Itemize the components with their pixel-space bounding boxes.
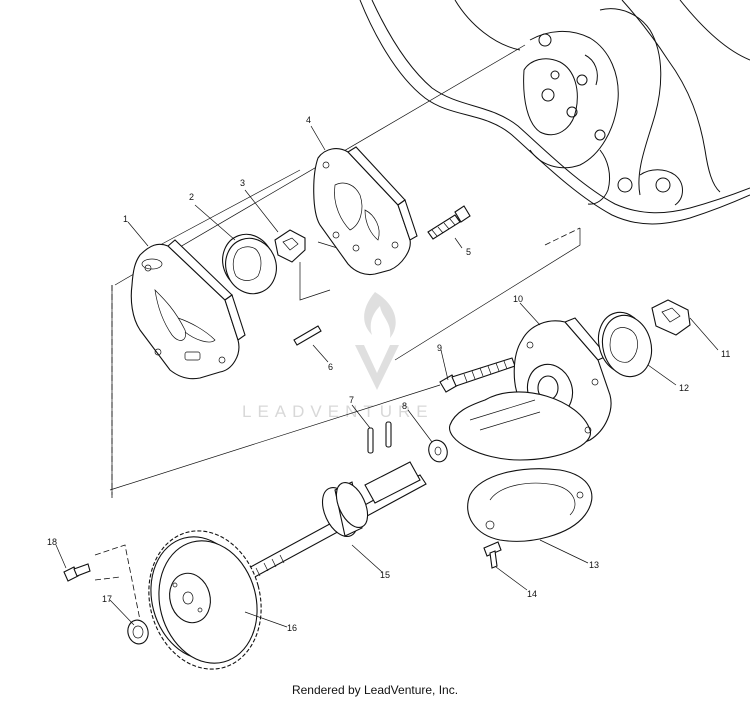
callout-7: 7 (349, 395, 354, 405)
thrust-washer (428, 439, 448, 463)
dowel-pin (293, 325, 322, 346)
callout-6: 6 (328, 362, 333, 372)
callout-13: 13 (589, 560, 599, 570)
callout-3: 3 (240, 178, 245, 188)
callout-18: 18 (47, 537, 57, 547)
screen-cover-plate (467, 468, 593, 542)
callout-labels: 1 2 3 4 5 6 7 8 9 10 11 12 13 14 15 16 1… (47, 115, 730, 633)
inner-rotor-right (651, 299, 691, 336)
callout-5: 5 (466, 247, 471, 257)
pump-screw (427, 205, 471, 240)
engine-crankcase (359, 0, 750, 225)
gear-washer (127, 619, 149, 645)
callout-11: 11 (721, 349, 730, 359)
inner-rotor (274, 229, 306, 263)
pump-cover (313, 146, 418, 276)
callout-4: 4 (306, 115, 311, 125)
callout-10: 10 (513, 294, 523, 304)
dashed-guides (94, 227, 581, 621)
callout-14: 14 (527, 589, 537, 599)
render-credit: Rendered by LeadVenture, Inc. (291, 683, 459, 697)
callout-leaders (55, 125, 719, 628)
watermark-text: LEADVENTURE (242, 402, 434, 421)
callout-9: 9 (437, 343, 442, 353)
watermark-logo-icon (355, 292, 399, 390)
watermark: LEADVENTURE (242, 292, 434, 421)
pump-housing (449, 317, 612, 461)
callout-17: 17 (102, 594, 112, 604)
gear-bolt (63, 563, 91, 582)
callout-8: 8 (402, 401, 407, 411)
callout-2: 2 (189, 192, 194, 202)
pump-body (130, 239, 246, 380)
callout-1: 1 (123, 214, 128, 224)
long-bolt (439, 357, 516, 393)
callout-15: 15 (380, 570, 390, 580)
cover-screw (483, 541, 502, 569)
drive-gear (148, 530, 262, 670)
callout-12: 12 (679, 383, 689, 393)
outer-rotor-right (597, 311, 653, 378)
outer-rotor (222, 233, 277, 295)
callout-16: 16 (287, 623, 297, 633)
dowel-pins-pair (367, 421, 392, 454)
pump-shaft (244, 461, 427, 581)
